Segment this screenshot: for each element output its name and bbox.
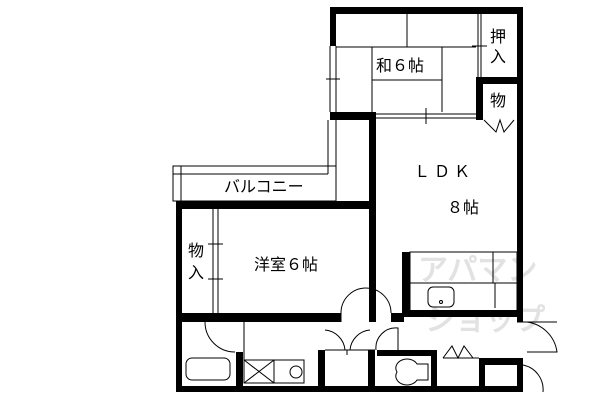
- room-label-balcony: バルコニー: [224, 177, 304, 196]
- room-label-washitsu: 和６帖: [376, 56, 424, 75]
- room-label-mono-left-1: 物: [188, 241, 204, 260]
- room-label-mono-top: 物: [490, 91, 506, 110]
- svg-text:ショップ: ショップ: [425, 303, 546, 338]
- toilet: [395, 358, 429, 386]
- room-label-ldk-size: ８帖: [447, 198, 479, 217]
- room-label-ldk: ＬＤＫ: [414, 162, 474, 181]
- watermark: アパマン ショップ: [418, 253, 546, 338]
- room-label-youshitsu: 洋室６帖: [254, 255, 318, 274]
- room-label-oshiire-2: 入: [490, 47, 506, 66]
- room-label-mono-left-2: 入: [188, 263, 204, 282]
- room-label-oshiire-1: 押: [490, 27, 506, 46]
- walls: [176, 7, 523, 392]
- bathtub: [185, 357, 231, 381]
